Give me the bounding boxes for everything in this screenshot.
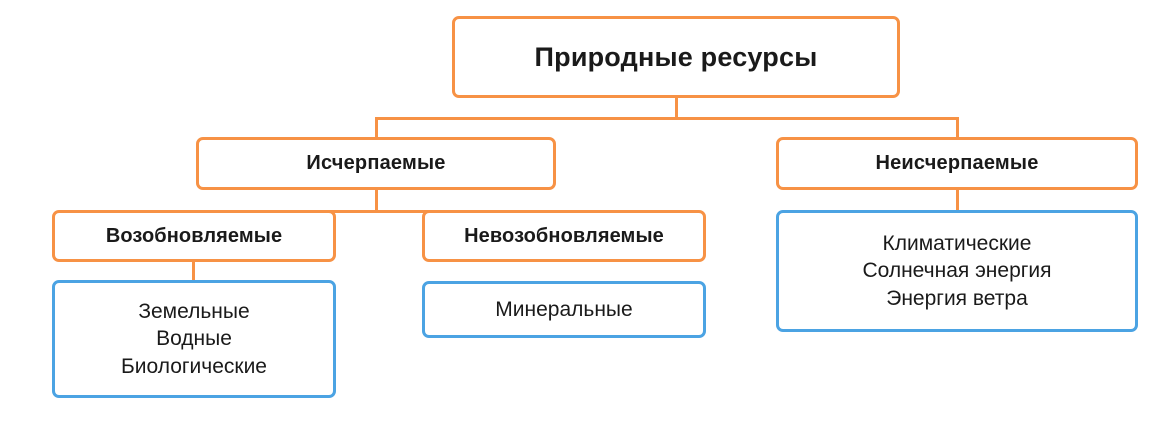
connector-inexhaustible-stem [956, 188, 959, 212]
node-renewable-label: Возобновляемые [105, 224, 283, 247]
node-root-label: Природные ресурсы [534, 41, 818, 72]
node-renewable-items[interactable]: Земельные Водные Биологические [52, 280, 336, 398]
connector-exhaustible-stem [375, 188, 378, 212]
node-exhaustible[interactable]: Исчерпаемые [196, 137, 556, 190]
connector-level1-bus [376, 117, 959, 120]
connector-level2-bus [193, 210, 565, 213]
node-nonrenewable[interactable]: Невозобновляемые [422, 210, 706, 262]
node-nonrenewable-items-label: Минеральные [495, 297, 633, 321]
connector-renewable-stem [192, 260, 195, 282]
node-inexhaustible-label: Неисчерпаемые [875, 152, 1039, 174]
node-root-natural-resources[interactable]: Природные ресурсы [452, 16, 900, 98]
connector-to-inexhaustible [956, 117, 959, 140]
node-inexhaustible[interactable]: Неисчерпаемые [776, 137, 1138, 190]
node-nonrenewable-items[interactable]: Минеральные [422, 281, 706, 338]
node-inexhaustible-items-label: Климатические Солнечная энергия Энергия … [862, 232, 1052, 310]
node-renewable-items-label: Земельные Водные Биологические [120, 300, 267, 378]
node-inexhaustible-items[interactable]: Климатические Солнечная энергия Энергия … [776, 210, 1138, 332]
connector-to-exhaustible [375, 117, 378, 140]
connector-root-stem [675, 98, 678, 119]
node-exhaustible-label: Исчерпаемые [306, 152, 446, 174]
node-nonrenewable-label: Невозобновляемые [464, 224, 664, 247]
node-renewable[interactable]: Возобновляемые [52, 210, 336, 262]
